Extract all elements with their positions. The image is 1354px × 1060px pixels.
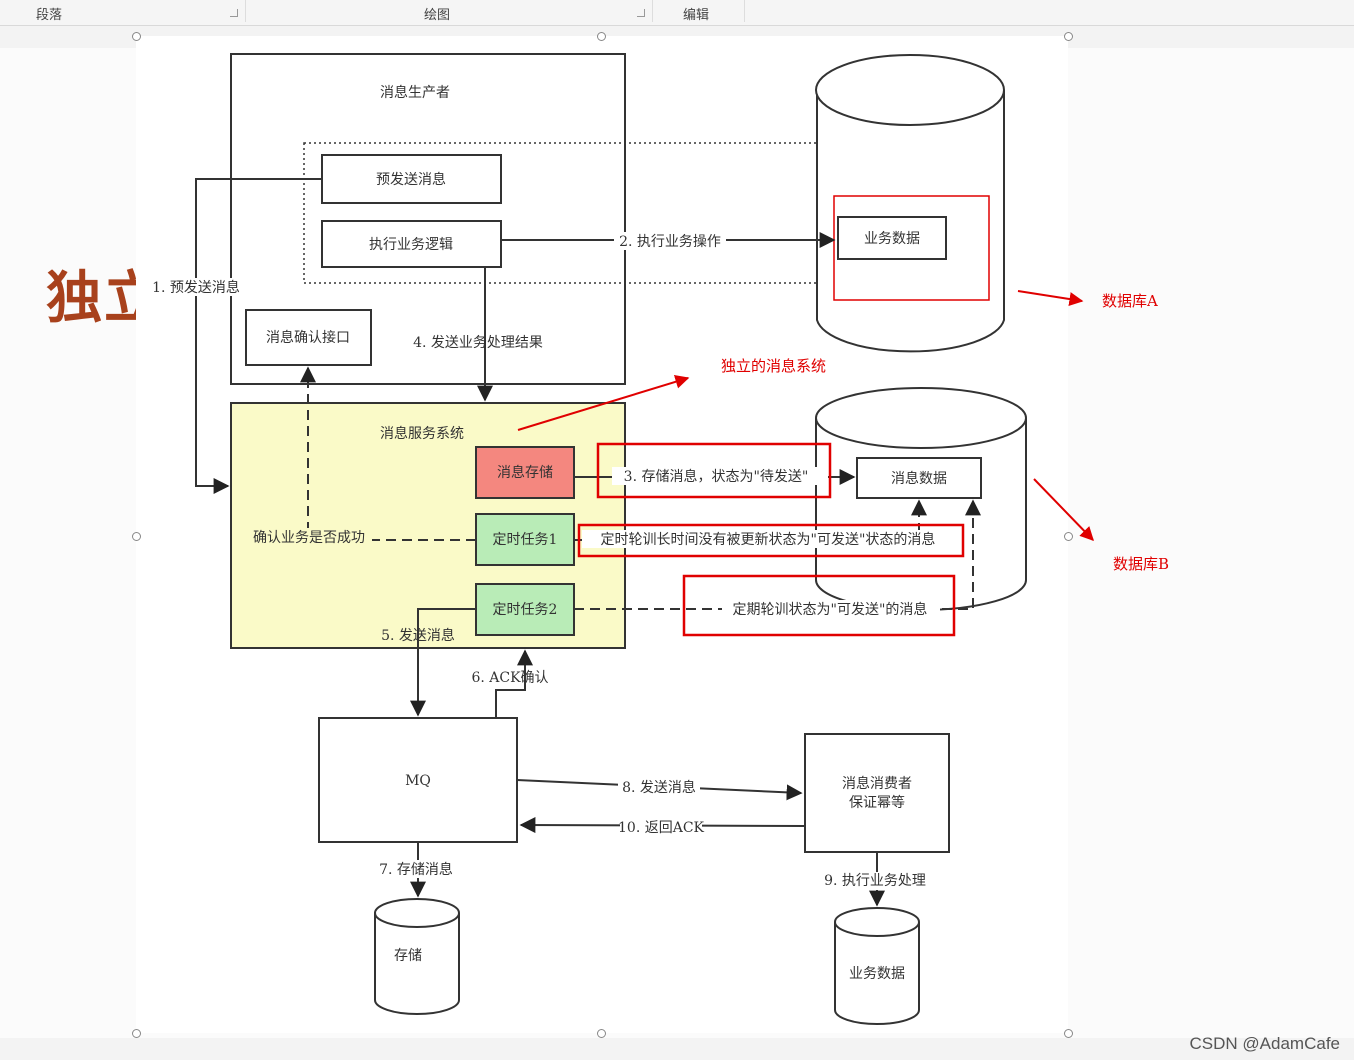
ribbon-group-paragraph[interactable]: 段落 <box>36 8 63 23</box>
diagram-image[interactable]: 消息生产者 预发送消息 执行业务逻辑 消息确认接口 业务数据 消息服务系统 消息… <box>136 36 1068 1033</box>
resize-handle-t[interactable] <box>597 32 606 41</box>
resize-handle-r[interactable] <box>1064 532 1073 541</box>
step4-label: 4. 发送业务处理结果 <box>413 335 543 351</box>
consumer-db-cylinder <box>834 922 920 1025</box>
consumer-label-2: 保证幂等 <box>849 794 905 811</box>
ribbon-group-drawing[interactable]: 绘图 <box>424 8 451 23</box>
step1-bg <box>148 278 244 296</box>
mq-label: MQ <box>405 773 431 789</box>
msg-data-label: 消息数据 <box>891 470 947 487</box>
step3-highlight <box>596 442 832 499</box>
resize-handle-bl[interactable] <box>132 1029 141 1038</box>
confirm-success-bg <box>246 528 372 546</box>
confirm-api-box <box>245 309 372 366</box>
resize-handle-b[interactable] <box>597 1029 606 1038</box>
task2-desc-bg <box>722 600 940 618</box>
ribbon-separator <box>245 0 246 22</box>
confirm-api-label: 消息确认接口 <box>266 329 350 346</box>
biz-data-a-box <box>837 216 947 260</box>
step2-bg <box>614 232 726 250</box>
ribbon-separator <box>744 0 745 22</box>
paragraph-launcher-icon[interactable] <box>230 9 238 17</box>
task2-desc-label: 定期轮训状态为"可发送"的消息 <box>733 601 928 618</box>
consumer-db-top <box>834 907 920 937</box>
task2-label: 定时任务2 <box>493 602 558 618</box>
step5-label: 5. 发送消息 <box>381 627 455 644</box>
task1-desc-bg <box>582 530 958 548</box>
exec-logic-label: 执行业务逻辑 <box>369 237 453 253</box>
task1-box <box>475 513 575 566</box>
step3-bg <box>612 467 828 485</box>
watermark: CSDN @AdamCafe <box>1189 1034 1340 1053</box>
step8-label: 8. 发送消息 <box>622 779 696 796</box>
step7-bg <box>374 860 458 878</box>
consumer-label-1: 消息消费者 <box>842 775 912 792</box>
biz-data-highlight <box>833 195 990 301</box>
consumer-box <box>804 733 950 853</box>
diagram-svg: 消息生产者 预发送消息 执行业务逻辑 消息确认接口 业务数据 消息服务系统 消息… <box>148 53 1027 1025</box>
arrow-send-mq <box>410 608 476 717</box>
storage-cylinder <box>374 913 460 1015</box>
task1-label: 定时任务1 <box>493 532 558 548</box>
confirm-success-label: 确认业务是否成功 <box>253 530 365 546</box>
arrow-pre-send <box>195 178 322 494</box>
arrow-ack <box>495 649 533 718</box>
pre-send-box <box>321 154 502 204</box>
step7-label: 7. 存储消息 <box>379 861 453 878</box>
msg-data-box <box>856 457 982 499</box>
ribbon-separator <box>652 0 653 22</box>
storage-label: 存储 <box>394 948 422 964</box>
step1-label: 1. 预发送消息 <box>152 279 240 296</box>
resize-handle-tl[interactable] <box>132 32 141 41</box>
biz-data-c-label: 业务数据 <box>849 966 905 982</box>
step2-label: 2. 执行业务操作 <box>619 234 721 250</box>
ribbon-group-editing[interactable]: 编辑 <box>683 8 710 23</box>
resize-handle-br[interactable] <box>1064 1029 1073 1038</box>
step8-bg <box>618 778 700 796</box>
drawing-launcher-icon[interactable] <box>637 9 645 17</box>
resize-handle-tr[interactable] <box>1064 32 1073 41</box>
step9-bg <box>818 872 932 890</box>
step6-label: 6. ACK确认 <box>471 670 548 686</box>
step3-label: 3. 存储消息，状态为"待发送" <box>624 468 809 485</box>
step10-bg <box>620 818 702 836</box>
msg-store-label: 消息存储 <box>497 464 553 481</box>
step9-label: 9. 执行业务处理 <box>824 873 926 889</box>
pre-send-label: 预发送消息 <box>376 171 446 188</box>
arrow-task2-poll <box>574 499 981 610</box>
resize-handle-l[interactable] <box>132 532 141 541</box>
msg-store-box <box>475 446 575 499</box>
biz-data-a-label: 业务数据 <box>864 231 920 247</box>
database-b-top <box>815 387 1027 449</box>
database-a-top <box>815 54 1005 126</box>
storage-top <box>374 898 460 928</box>
task1-highlight <box>577 523 965 558</box>
task2-box <box>475 583 575 636</box>
task1-desc-label: 定时轮训长时间没有被更新状态为"可发送"状态的消息 <box>601 531 936 548</box>
step10-label: 10. 返回ACK <box>618 820 705 836</box>
producer-label: 消息生产者 <box>380 84 450 101</box>
msg-service-label: 消息服务系统 <box>380 425 464 442</box>
ribbon: 段落 绘图 编辑 <box>0 0 1354 26</box>
task2-highlight <box>682 574 956 637</box>
exec-logic-box <box>321 220 502 268</box>
